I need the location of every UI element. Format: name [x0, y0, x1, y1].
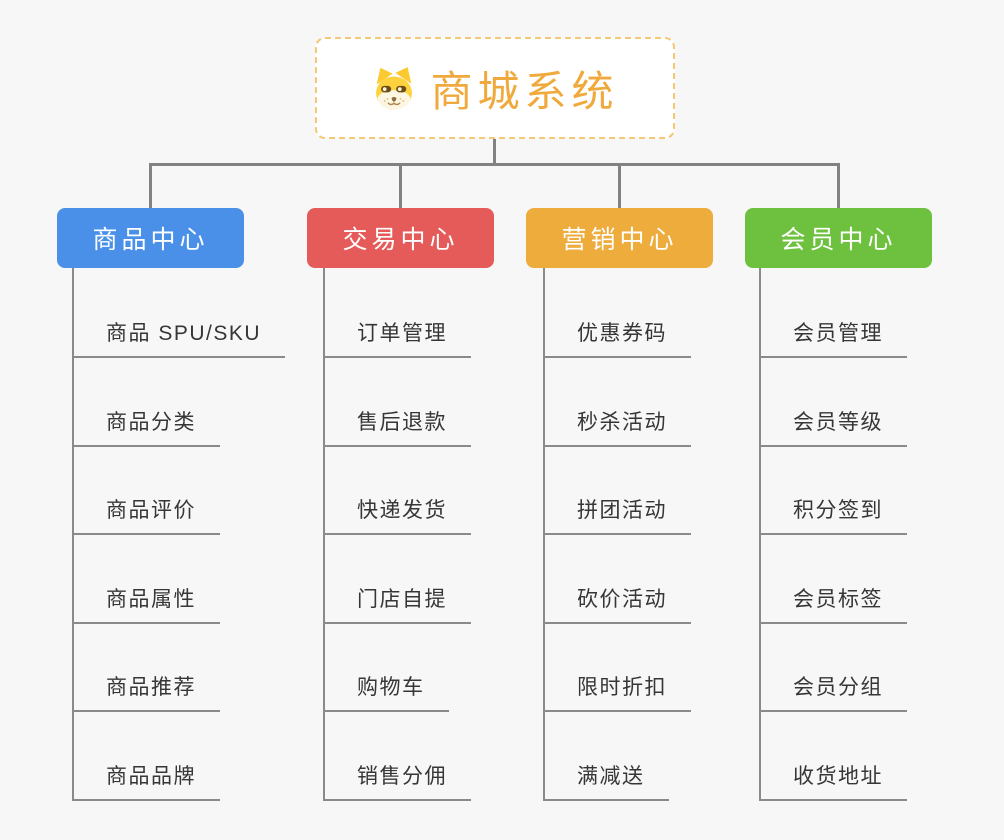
- leaf-node-product-attribute[interactable]: 商品属性: [72, 585, 220, 624]
- connector-drop-marketing: [618, 163, 621, 209]
- leaf-node-bargain-activity[interactable]: 砍价活动: [543, 585, 691, 624]
- leaf-node-sales-commission[interactable]: 销售分佣: [323, 762, 471, 801]
- leaf-node-product-category[interactable]: 商品分类: [72, 408, 220, 447]
- branch-node-product-center[interactable]: 商品中心: [57, 208, 244, 268]
- connector-drop-product: [149, 163, 152, 209]
- leaf-node-after-sale-refund[interactable]: 售后退款: [323, 408, 471, 447]
- leaf-node-product-review[interactable]: 商品评价: [72, 496, 220, 535]
- branch-children-product-center: 商品 SPU/SKU 商品分类 商品评价 商品属性 商品推荐 商品品牌: [72, 268, 322, 801]
- leaf-node-limited-time-discount[interactable]: 限时折扣: [543, 673, 691, 712]
- leaf-node-points-checkin[interactable]: 积分签到: [759, 496, 907, 535]
- branch-children-trade-center: 订单管理 售后退款 快递发货 门店自提 购物车 销售分佣: [323, 268, 573, 801]
- leaf-node-shipping-address[interactable]: 收货地址: [759, 762, 907, 801]
- connector-branch-rail: [149, 163, 840, 166]
- branch-children-member-center: 会员管理 会员等级 积分签到 会员标签 会员分组 收货地址: [759, 268, 1004, 801]
- leaf-node-member-level[interactable]: 会员等级: [759, 408, 907, 447]
- leaf-node-express-shipping[interactable]: 快递发货: [323, 496, 471, 535]
- branch-children-marketing-center: 优惠券码 秒杀活动 拼团活动 砍价活动 限时折扣 满减送: [543, 268, 793, 801]
- branch-node-trade-center[interactable]: 交易中心: [307, 208, 494, 268]
- leaf-node-member-group[interactable]: 会员分组: [759, 673, 907, 712]
- leaf-node-product-brand[interactable]: 商品品牌: [72, 762, 220, 801]
- leaf-node-product-recommend[interactable]: 商品推荐: [72, 673, 220, 712]
- leaf-node-group-buy[interactable]: 拼团活动: [543, 496, 691, 535]
- connector-drop-trade: [399, 163, 402, 209]
- leaf-node-full-reduction[interactable]: 满减送: [543, 762, 669, 801]
- leaf-node-coupon-code[interactable]: 优惠券码: [543, 319, 691, 358]
- branch-node-member-center[interactable]: 会员中心: [745, 208, 932, 268]
- root-node-mall-system[interactable]: 商城系统: [315, 37, 675, 139]
- leaf-node-member-management[interactable]: 会员管理: [759, 319, 907, 358]
- branch-node-marketing-center[interactable]: 营销中心: [526, 208, 713, 268]
- leaf-node-order-management[interactable]: 订单管理: [323, 319, 471, 358]
- leaf-node-product-spu-sku[interactable]: 商品 SPU/SKU: [72, 319, 286, 358]
- connector-root-trunk: [493, 139, 496, 166]
- dog-face-icon: [376, 67, 413, 110]
- root-title: 商城系统: [430, 67, 619, 115]
- leaf-node-shopping-cart[interactable]: 购物车: [323, 673, 449, 712]
- connector-drop-member: [837, 163, 840, 209]
- leaf-node-member-tag[interactable]: 会员标签: [759, 585, 907, 624]
- leaf-node-flash-sale[interactable]: 秒杀活动: [543, 408, 691, 447]
- leaf-node-store-pickup[interactable]: 门店自提: [323, 585, 471, 624]
